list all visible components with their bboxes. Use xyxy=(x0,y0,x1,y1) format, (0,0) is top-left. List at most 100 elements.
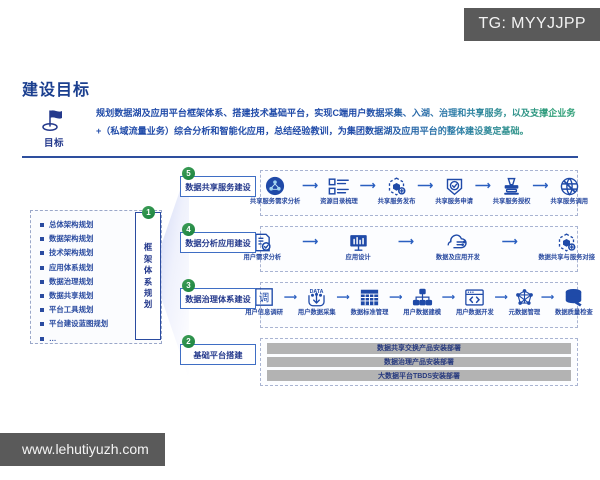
arrow-right-icon: ⟶ xyxy=(417,180,434,192)
arrow-right-icon: ⟶ xyxy=(283,292,297,302)
goal-description: 规划数据湖及应用平台框架体系、搭建技术基础平台，实现C端用户数据采集、入湖、治理… xyxy=(96,104,578,140)
list-item-label: 平台建设蓝图规划 xyxy=(49,319,109,329)
list-item-label: 技术架构规划 xyxy=(49,248,94,258)
list-item: 数据治理规划 xyxy=(40,275,155,289)
arrow-right-icon: ⟶ xyxy=(494,292,508,302)
cloud-dev-icon xyxy=(446,231,469,253)
bullet-icon xyxy=(40,294,44,299)
svg-text:DATA: DATA xyxy=(310,288,324,294)
flow-step-label: 用户数据开发 xyxy=(455,309,494,316)
list-item: 总体架构规划 xyxy=(40,218,155,232)
list-item-label: … xyxy=(49,333,57,343)
arrow-right-icon: ⟶ xyxy=(541,292,555,302)
flow-step-label: 资源目录梳理 xyxy=(320,198,358,205)
arrow-right-icon: ⟶ xyxy=(474,180,491,192)
globe-call-icon xyxy=(559,175,580,197)
table-grid-icon xyxy=(359,286,380,308)
flow-step-label: 用户需求分析 xyxy=(243,254,282,261)
flow-step-label: 数据标准管理 xyxy=(350,309,389,316)
flow-steps: 用户需求分析 ⟶ 应用设计 ⟶ 数据及应用开发 ⟶ xyxy=(243,227,595,271)
flow-step: 资源目录梳理 xyxy=(320,175,358,206)
model-tree-icon xyxy=(412,286,433,308)
framework-vertical-label: 框 架 体 系 规 划 xyxy=(135,212,161,340)
flow-step: 数据标准管理 xyxy=(350,286,389,317)
arrow-right-icon: ⟶ xyxy=(532,180,549,192)
flow-step: 共享服务申请 xyxy=(435,175,473,206)
list-item-label: 数据治理规划 xyxy=(49,276,94,286)
framework-vertical-char: 体 xyxy=(143,265,153,276)
roadmap-diagram: 总体架构规划 数据架构规划 技术架构规划 应用体系规划 数据治理规划 数据共享规… xyxy=(22,164,595,392)
flow-step: 共享服务发布 xyxy=(378,175,415,206)
flow-step-label: 应用设计 xyxy=(345,254,371,261)
flow-steps: 共享服务需求分析 ⟶ 资源目录梳理 ⟶ 共享服务发布 ⟶ xyxy=(250,171,588,215)
list-item-label: 数据共享规划 xyxy=(49,290,94,300)
flow-panel-data-analysis-app: 用户需求分析 ⟶ 应用设计 ⟶ 数据及应用开发 ⟶ xyxy=(243,226,595,272)
flow-step: 共享服务需求分析 xyxy=(250,175,300,206)
bullet-icon xyxy=(40,336,44,341)
goal-summary-row: 目标 规划数据湖及应用平台框架体系、搭建技术基础平台，实现C端用户数据采集、入湖… xyxy=(22,104,578,149)
cube-connect-icon xyxy=(556,231,577,253)
deployment-bar: 数据治理产品安装部署 xyxy=(267,356,571,368)
stage-node-2: 2 xyxy=(182,335,195,348)
stamp-icon xyxy=(501,175,522,197)
flow-step-label: 数据共享与服务对接 xyxy=(538,254,595,261)
list-item: 数据架构规划 xyxy=(40,232,155,246)
tg-watermark-badge: TG: MYYJJPP xyxy=(464,8,600,41)
header-divider xyxy=(22,156,578,158)
flow-step-label: 用户信息调研 xyxy=(245,309,283,316)
users-network-circle-icon xyxy=(265,175,285,197)
stage-node-4: 4 xyxy=(182,223,195,236)
list-item: 平台建设蓝图规划 xyxy=(40,317,155,331)
cube-publish-icon xyxy=(386,175,407,197)
catalog-list-icon xyxy=(328,175,350,197)
bullet-icon xyxy=(40,322,44,327)
shield-check-icon xyxy=(444,175,465,197)
goal-icon-label: 目标 xyxy=(43,138,64,149)
bullet-icon xyxy=(40,265,44,270)
flag-goal-icon xyxy=(39,106,69,132)
bullet-icon xyxy=(40,223,44,228)
flow-panel-data-governance: 调 用户信息调研 ⟶ DATA 用户数据采集 ⟶ 数据标准管理 xyxy=(245,282,593,328)
stage-label-data-governance[interactable]: 数据治理体系建设 xyxy=(180,288,256,309)
node-graph-icon xyxy=(514,286,535,308)
flow-step: 用户数据建模 xyxy=(403,286,441,317)
bullet-icon xyxy=(40,308,44,313)
list-item-label: 应用体系规划 xyxy=(49,262,94,272)
deployment-bar: 数据共享交换产品安装部署 xyxy=(267,343,571,354)
flow-steps: 调 用户信息调研 ⟶ DATA 用户数据采集 ⟶ 数据标准管理 xyxy=(245,283,593,327)
list-item-label: 平台工具规划 xyxy=(49,305,94,315)
list-item: 技术架构规划 xyxy=(40,246,155,260)
flow-panel-platform-setup: 数据共享交换产品安装部署 数据治理产品安装部署 大数据平台TBDS安装部署 xyxy=(260,338,578,386)
flow-step-label: 元数据管理 xyxy=(508,309,541,316)
arrow-right-icon: ⟶ xyxy=(389,292,403,302)
stage-label-data-sharing-service[interactable]: 数据共享服务建设 xyxy=(180,176,256,197)
survey-diao-icon: 调 xyxy=(254,286,274,308)
framework-vertical-char: 系 xyxy=(143,276,153,287)
flow-step: 数据及应用开发 xyxy=(426,231,490,262)
flow-step: 数据质量检查 xyxy=(555,286,593,317)
framework-vertical-char: 划 xyxy=(143,299,153,310)
bullet-icon xyxy=(40,237,44,242)
stage-label-data-analysis-app[interactable]: 数据分析应用建设 xyxy=(180,232,256,253)
framework-vertical-char: 架 xyxy=(143,253,153,264)
flow-panel-data-sharing-service: 共享服务需求分析 ⟶ 资源目录梳理 ⟶ 共享服务发布 ⟶ xyxy=(250,170,588,216)
flow-step-label: 数据及应用开发 xyxy=(435,254,480,261)
flow-step-label: 数据质量检查 xyxy=(555,309,593,316)
flow-step: 共享服务调用 xyxy=(550,175,588,206)
goal-icon-block: 目标 xyxy=(22,104,86,149)
flow-step: 元数据管理 xyxy=(509,286,540,317)
stage-label-platform-setup[interactable]: 基础平台搭建 xyxy=(180,344,256,365)
arrow-right-icon: ⟶ xyxy=(398,236,414,248)
flow-step-label: 共享服务授权 xyxy=(492,198,531,205)
arrow-right-icon: ⟶ xyxy=(501,236,518,248)
flow-step: 应用设计 xyxy=(330,231,386,262)
arrow-right-icon: ⟶ xyxy=(302,236,319,248)
bullet-icon xyxy=(40,279,44,284)
arrow-right-icon: ⟶ xyxy=(359,180,376,192)
svg-text:调: 调 xyxy=(259,292,269,304)
site-watermark: www.lehutiyuzh.com xyxy=(0,433,165,466)
arrow-right-icon: ⟶ xyxy=(336,292,350,302)
flow-step-label: 共享服务申请 xyxy=(435,198,473,205)
flow-step-label: 用户数据采集 xyxy=(297,309,336,316)
